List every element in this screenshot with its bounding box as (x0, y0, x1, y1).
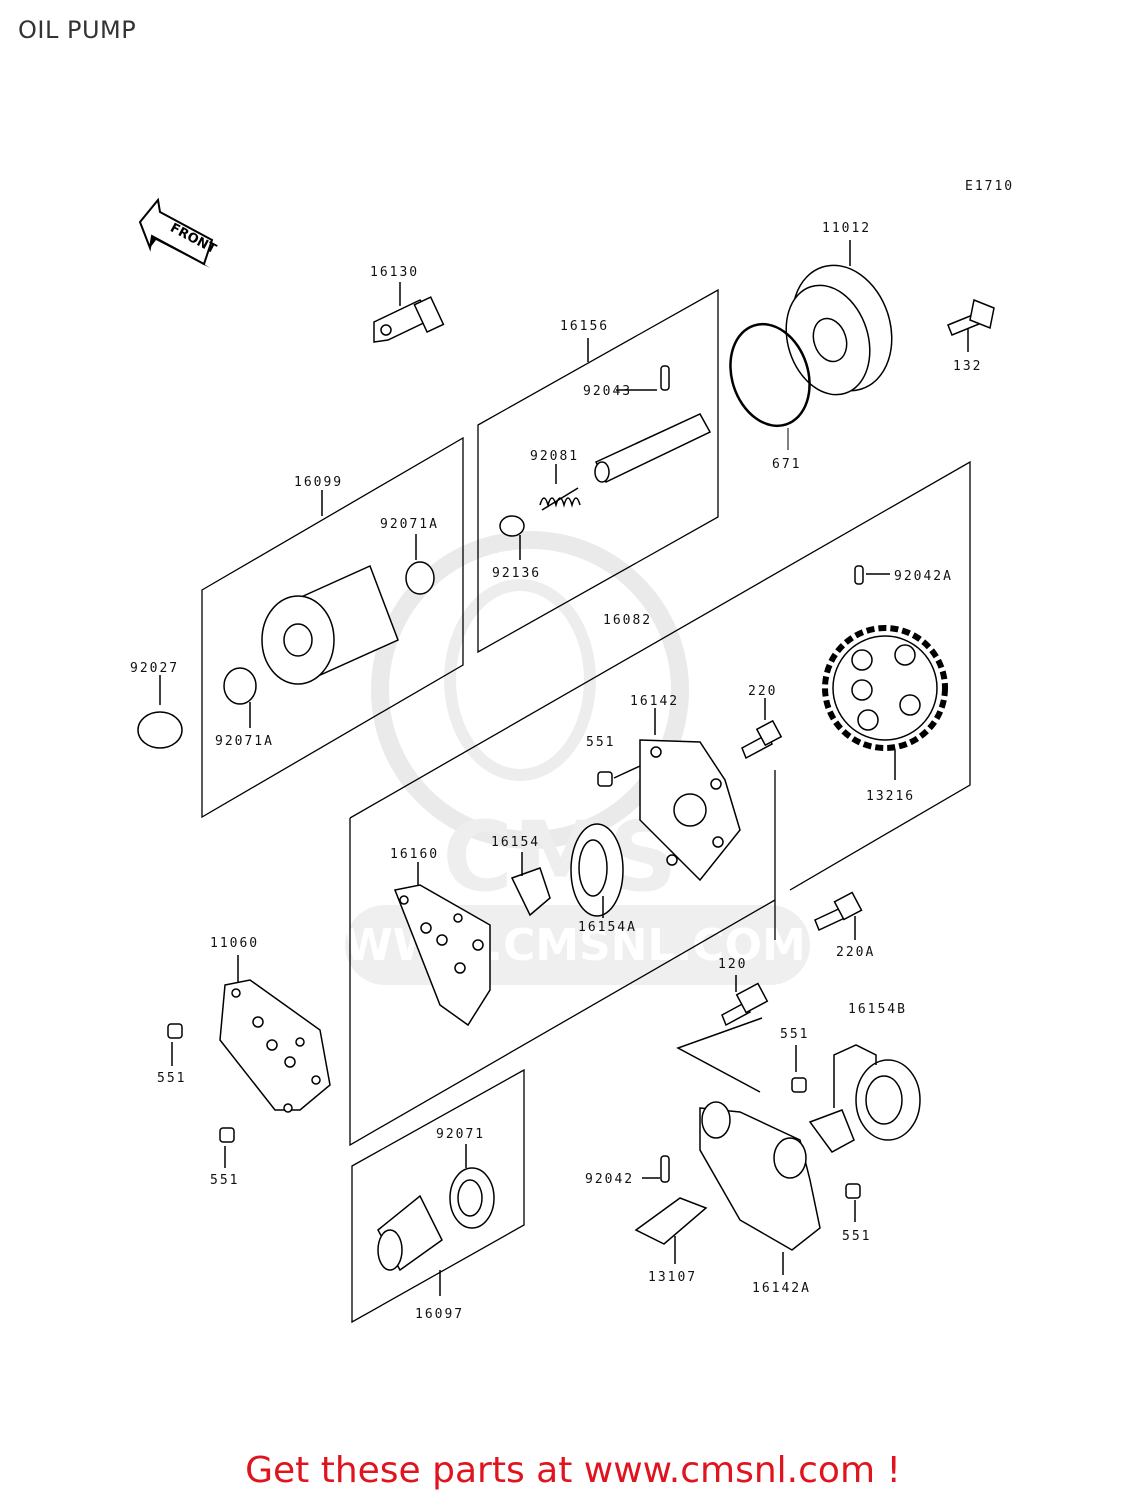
pin-92042 (634, 1155, 708, 1264)
bolt-220a (814, 891, 863, 940)
diagram-code: E1710 (965, 179, 1014, 194)
part-labels: 11012 132 671 16130 16156 92043 92081 92… (130, 221, 982, 1322)
box-16099 (201, 436, 464, 819)
part-label: 132 (953, 359, 982, 374)
part-label: 92081 (530, 449, 579, 464)
pump-gear-13216 (822, 565, 948, 780)
part-label: 551 (780, 1027, 809, 1042)
part-label: 11060 (210, 936, 259, 951)
part-label: 16097 (415, 1307, 464, 1322)
part-label: 92027 (130, 661, 179, 676)
part-label: 551 (586, 735, 615, 750)
part-label: 16154B (848, 1002, 907, 1017)
pump-body-16142 (510, 708, 741, 918)
part-label: 16154A (578, 920, 637, 935)
part-label: 551 (210, 1173, 239, 1188)
bolt-132 (947, 298, 995, 352)
oil-filter-16099 (137, 490, 435, 749)
part-label: 16142A (752, 1281, 811, 1296)
part-label: 92136 (492, 566, 541, 581)
part-label: 92042A (894, 569, 953, 584)
part-label: 92042 (585, 1172, 634, 1187)
part-label: 16154 (491, 835, 540, 850)
pump-cover-11012 (785, 240, 893, 396)
relief-valve-16156 (499, 338, 712, 560)
strainer-16097 (377, 1144, 495, 1296)
o-ring-671 (729, 322, 811, 428)
pump-body-16142a (699, 1044, 921, 1275)
part-label: 92071A (215, 734, 274, 749)
box-16097 (351, 1068, 525, 1324)
part-label: 551 (157, 1071, 186, 1086)
screw-120 (676, 975, 769, 1093)
plate-16160 (393, 862, 491, 1027)
fitting-16130 (373, 282, 445, 343)
part-label: 92043 (583, 384, 632, 399)
svg-text:CMS: CMS (442, 801, 677, 913)
part-label: 671 (772, 457, 801, 472)
part-label: 16082 (603, 613, 652, 628)
part-label: 16142 (630, 694, 679, 709)
part-label: 220A (836, 945, 875, 960)
part-label: 13107 (648, 1270, 697, 1285)
part-label: 16156 (560, 319, 609, 334)
bolt-220 (741, 698, 783, 760)
part-label: 92071A (380, 517, 439, 532)
part-label: 551 (842, 1229, 871, 1244)
part-label: 220 (748, 684, 777, 699)
box-16082 (349, 460, 971, 891)
cta-banner[interactable]: Get these parts at www.cmsnl.com ! (245, 1450, 901, 1491)
part-label: 16160 (390, 847, 439, 862)
part-label: 16130 (370, 265, 419, 280)
plate-11060 (167, 955, 331, 1168)
box-16156 (477, 288, 719, 654)
page-title: OIL PUMP (18, 16, 137, 44)
part-label: 11012 (822, 221, 871, 236)
part-label: 16099 (294, 475, 343, 490)
front-arrow-icon: FRONT (138, 197, 219, 268)
part-label: 120 (718, 957, 747, 972)
part-label: 92071 (436, 1127, 485, 1142)
part-label: 13216 (866, 789, 915, 804)
